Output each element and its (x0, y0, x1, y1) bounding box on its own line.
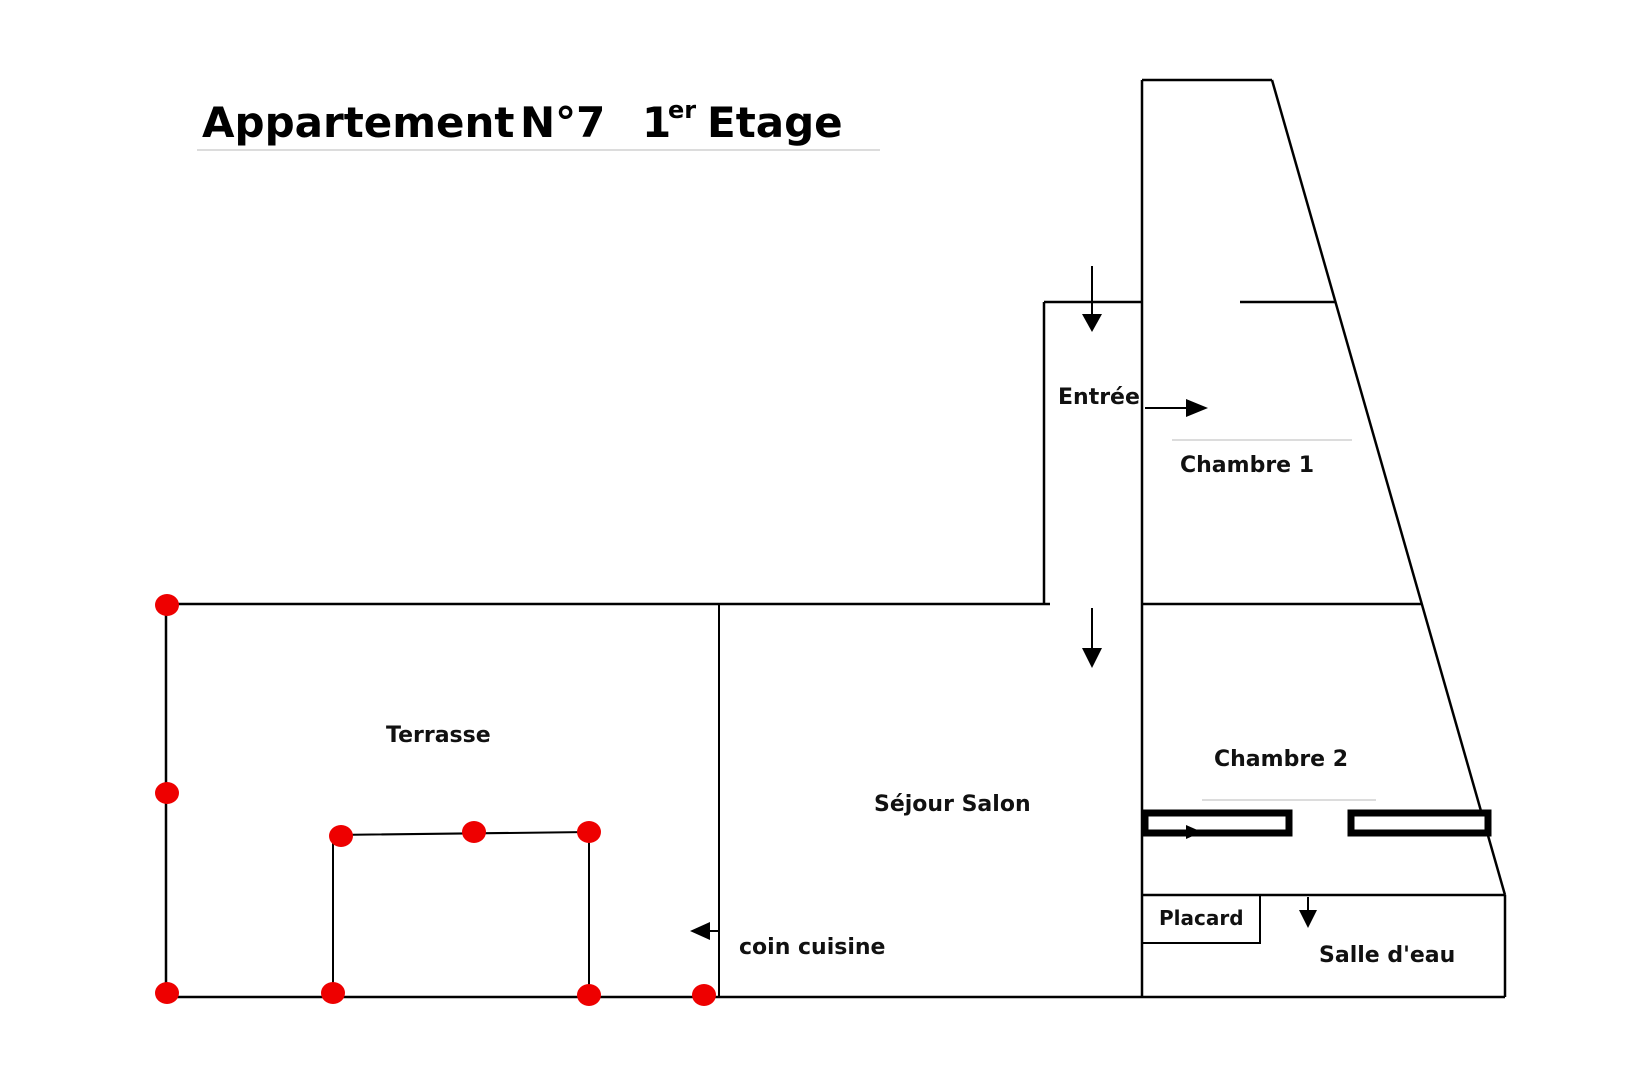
title-floor-suffix: er (668, 96, 696, 124)
salle-eau-arrow-icon (1299, 897, 1317, 928)
label-entree: Entrée (1058, 385, 1140, 410)
marker-dot (462, 821, 486, 843)
marker-dot (577, 821, 601, 843)
label-sejour: Séjour Salon (874, 792, 1031, 817)
marker-dot (692, 984, 716, 1006)
entry-arrow-icon (1082, 266, 1102, 332)
marker-dot (155, 594, 179, 616)
title-apartment: Appartement (202, 98, 514, 147)
label-cuisine: coin cuisine (739, 935, 885, 960)
title-number: N°7 (520, 98, 605, 147)
marker-dot (329, 825, 353, 847)
marker-dot (321, 982, 345, 1004)
title-floor-word: Etage (707, 98, 843, 147)
title-floor-number: 1 (642, 98, 671, 147)
label-chambre1: Chambre 1 (1180, 453, 1314, 478)
radiator-left (1141, 809, 1293, 837)
marker-dot (577, 984, 601, 1006)
label-chambre2: Chambre 2 (1214, 747, 1348, 772)
cuisine-arrow-icon (690, 922, 719, 940)
chambre2-arrow-icon (1162, 825, 1202, 839)
chambre1-arrow-icon (1145, 399, 1208, 417)
label-placard: Placard (1159, 906, 1244, 930)
marker-dot (155, 782, 179, 804)
radiator-right (1347, 809, 1492, 837)
red-markers (155, 594, 716, 1006)
terrace-inner-wall (332, 830, 590, 995)
placard-box (1141, 894, 1261, 944)
marker-dot (155, 982, 179, 1004)
door-arrows (690, 266, 1317, 940)
label-terrasse: Terrasse (386, 723, 491, 748)
room-labels: Entrée Chambre 1 Chambre 2 Terrasse Séjo… (386, 385, 1455, 968)
plan-title: Appartement N°7 1 er Etage (197, 96, 880, 151)
radiators (1141, 809, 1492, 837)
faint-lines (1172, 439, 1376, 801)
walls (164, 78, 1507, 999)
slanted-wall (1270, 79, 1507, 896)
sejour-arrow-icon (1082, 608, 1102, 668)
label-salle-eau: Salle d'eau (1319, 943, 1455, 968)
